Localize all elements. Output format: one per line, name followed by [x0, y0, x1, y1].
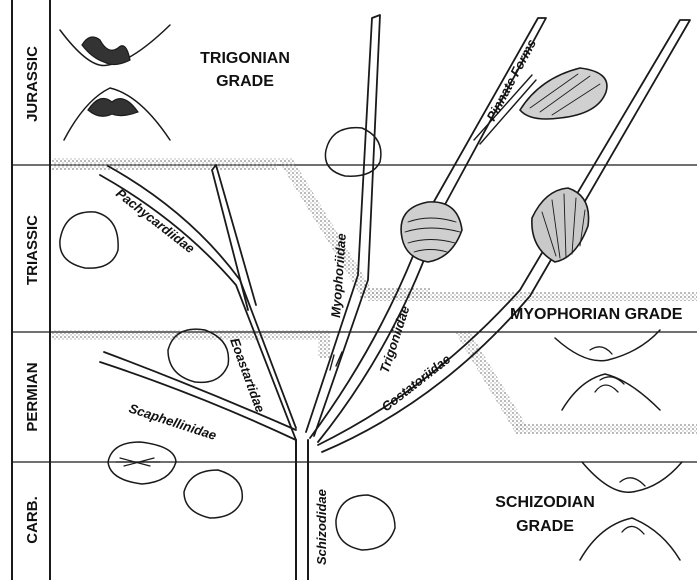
family-label-scaphellinidae: Scaphellinidae	[127, 401, 218, 443]
grade-label-myophorian: MYOPHORIAN GRADE	[510, 306, 683, 323]
shell-carb-icon	[184, 470, 242, 518]
branch-eoastartidae	[212, 165, 256, 310]
period-label-carb: CARB.	[24, 496, 41, 544]
shell-costatoriidae-icon	[532, 188, 589, 262]
hinge-myophorian-lower-icon	[562, 374, 660, 410]
hinge-schizodian-lower-icon	[580, 518, 680, 560]
family-label-trigoniidae: Trigoniidae	[377, 304, 413, 375]
period-label-triassic: TRIASSIC	[24, 215, 41, 285]
grade-label-trigonian-line2: GRADE	[216, 73, 274, 90]
hinge-schizodian-upper-icon	[582, 462, 682, 492]
shell-trigoniidae-icon	[401, 202, 462, 262]
grade-label-schizodian-line2: GRADE	[516, 518, 574, 535]
period-label-permian: PERMIAN	[24, 362, 41, 431]
branch-myophoriidae	[306, 15, 380, 436]
shell-scaphellinidae-icon	[108, 442, 176, 484]
shell-pinnate-forms-icon	[520, 68, 607, 119]
hinge-myophorian-upper-icon	[555, 330, 660, 361]
period-label-jurassic: JURASSIC	[24, 46, 41, 122]
shell-pachycardiidae-icon	[60, 212, 118, 268]
shell-schizodidae-icon	[336, 495, 395, 550]
grade-label-trigonian-line1: TRIGONIAN	[200, 50, 290, 67]
grade-label-schizodian-line1: SCHIZODIAN	[495, 494, 595, 511]
family-label-schizodidae: Schizodidae	[314, 489, 329, 565]
